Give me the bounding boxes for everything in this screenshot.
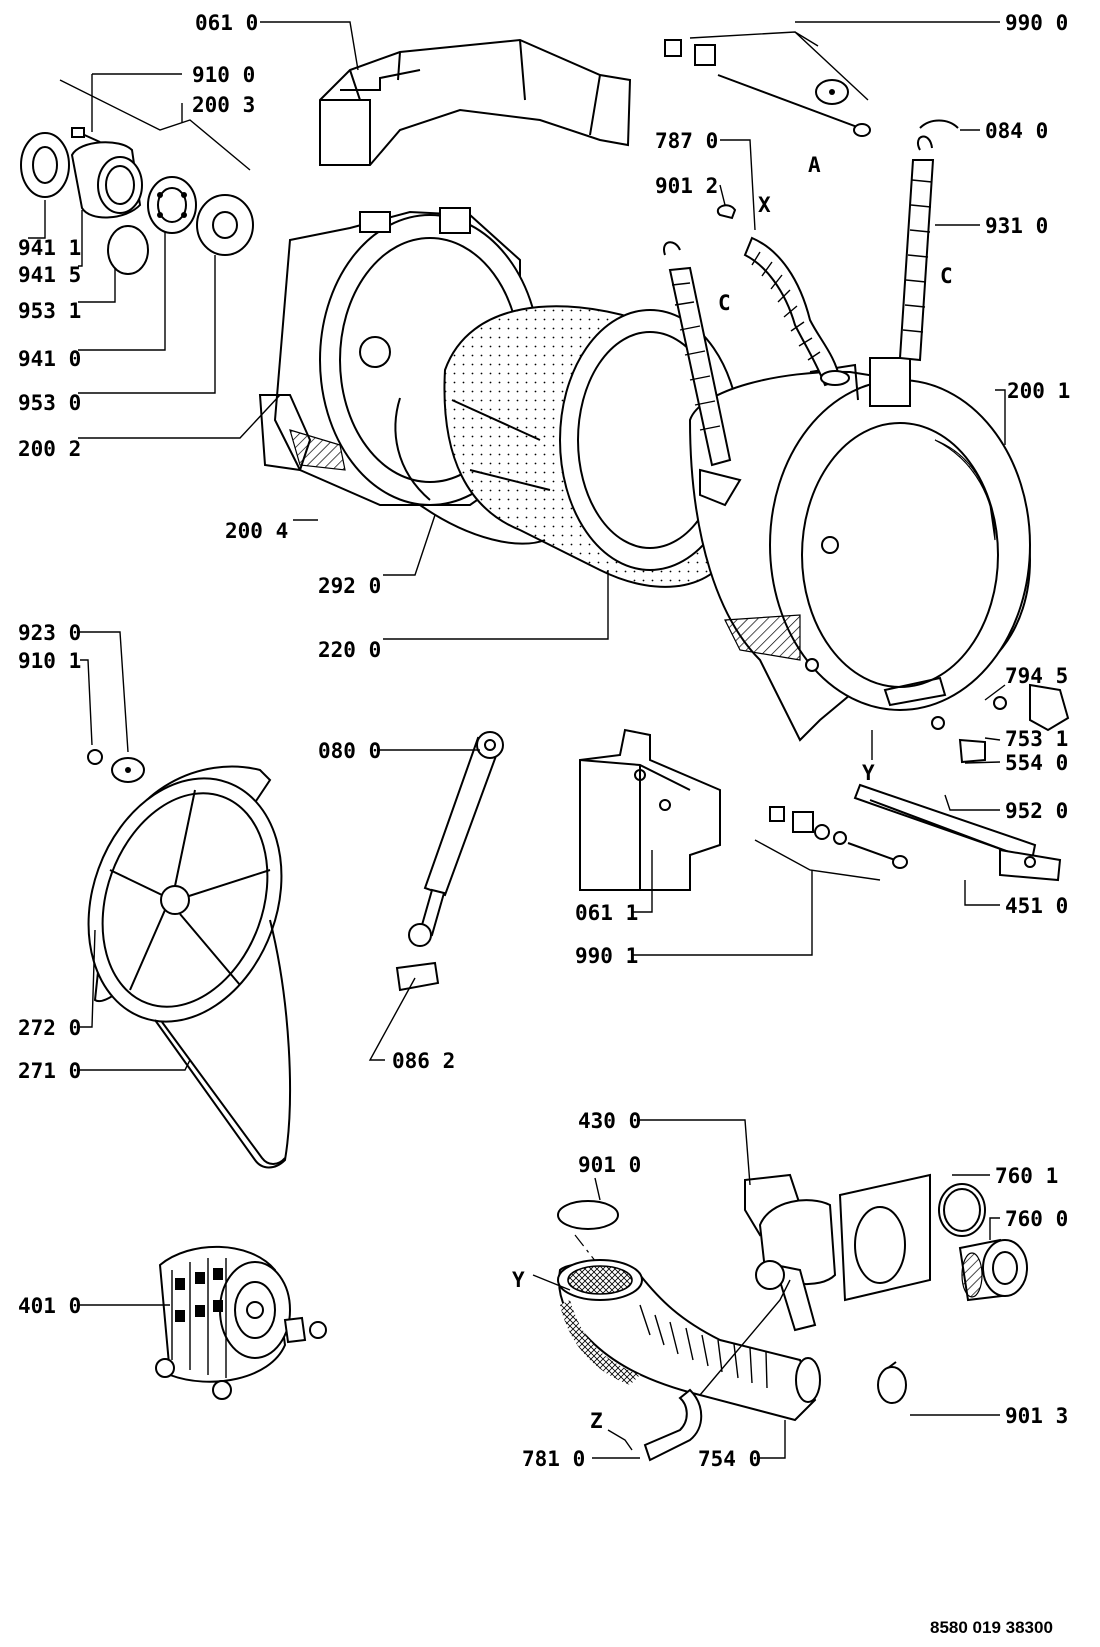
callout-990-1: 990 1 (575, 944, 638, 968)
callout-787-0: 787 0 (655, 129, 718, 153)
marker-a: A (808, 153, 821, 177)
callout-754-0: 754 0 (698, 1447, 761, 1471)
bearing-assembly (20, 127, 254, 275)
callout-430-0: 430 0 (578, 1109, 641, 1133)
callout-labels: 061 0 910 0 200 3 941 1 941 5 953 1 941 … (18, 11, 1070, 1471)
front-tub-half (688, 357, 1032, 742)
callout-910-1: 910 1 (18, 649, 81, 673)
marker-x: X (758, 193, 771, 217)
callout-901-0: 901 0 (578, 1153, 641, 1177)
letter-markers: A X C C Y Y Z (512, 153, 953, 1433)
motor (155, 1245, 327, 1400)
marker-y-tub: Y (862, 761, 875, 785)
callout-200-4: 200 4 (225, 519, 288, 543)
callout-901-2: 901 2 (655, 174, 718, 198)
callout-086-2: 086 2 (392, 1049, 455, 1073)
callout-271-0: 271 0 (18, 1059, 81, 1083)
marker-c-left: C (718, 291, 731, 315)
callout-451-0: 451 0 (1005, 894, 1068, 918)
filter-plug (958, 1238, 1028, 1302)
callout-200-1: 200 1 (1007, 379, 1070, 403)
level-sensor (931, 683, 1070, 764)
shock-absorber (395, 731, 504, 992)
counterweight-top (319, 38, 632, 166)
top-fixings (664, 39, 959, 137)
drive-belt (154, 919, 291, 1169)
callout-901-3: 901 3 (1005, 1404, 1068, 1428)
callout-941-5: 941 5 (18, 263, 81, 287)
callout-931-0: 931 0 (985, 214, 1048, 238)
marker-c-right: C (940, 264, 953, 288)
leader-lines (28, 21, 1006, 1459)
tub-springs (663, 135, 935, 507)
callout-953-0: 953 0 (18, 391, 81, 415)
counterweight-front (579, 728, 721, 891)
callout-760-0: 760 0 (1005, 1207, 1068, 1231)
callout-080-0: 080 0 (318, 739, 381, 763)
callout-990-0: 990 0 (1005, 11, 1068, 35)
drain-pump (744, 1173, 931, 1332)
hose-clips (877, 1361, 907, 1404)
callout-794-5: 794 5 (1005, 664, 1068, 688)
marker-y-hose: Y (512, 1268, 525, 1292)
callout-401-0: 401 0 (18, 1294, 81, 1318)
callout-952-0: 952 0 (1005, 799, 1068, 823)
small-hose (643, 1388, 703, 1462)
callout-941-0: 941 0 (18, 347, 81, 371)
callout-923-0: 923 0 (18, 621, 81, 645)
filter-seal (938, 1183, 986, 1237)
callout-554-0: 554 0 (1005, 751, 1068, 775)
callout-910-0: 910 0 (192, 63, 255, 87)
callout-084-0: 084 0 (985, 119, 1048, 143)
callout-760-1: 760 1 (995, 1164, 1058, 1188)
callout-200-2: 200 2 (18, 437, 81, 461)
callout-953-1: 953 1 (18, 299, 81, 323)
callout-220-0: 220 0 (318, 638, 381, 662)
callout-200-3: 200 3 (192, 93, 255, 117)
callout-292-0: 292 0 (318, 574, 381, 598)
callout-272-0: 272 0 (18, 1016, 81, 1040)
sump-hose (557, 1200, 821, 1422)
front-screw-kit (769, 806, 908, 869)
callout-781-0: 781 0 (522, 1447, 585, 1471)
callout-061-0: 061 0 (195, 11, 258, 35)
marker-z: Z (590, 1409, 603, 1433)
drawing-reference-number: 8580 019 38300 (930, 1618, 1053, 1637)
drum-pulley (87, 749, 283, 1023)
tub-hose (716, 204, 850, 387)
callout-753-1: 753 1 (1005, 727, 1068, 751)
callout-061-1: 061 1 (575, 901, 638, 925)
heater-element (853, 783, 1062, 882)
callout-941-1: 941 1 (18, 236, 81, 260)
